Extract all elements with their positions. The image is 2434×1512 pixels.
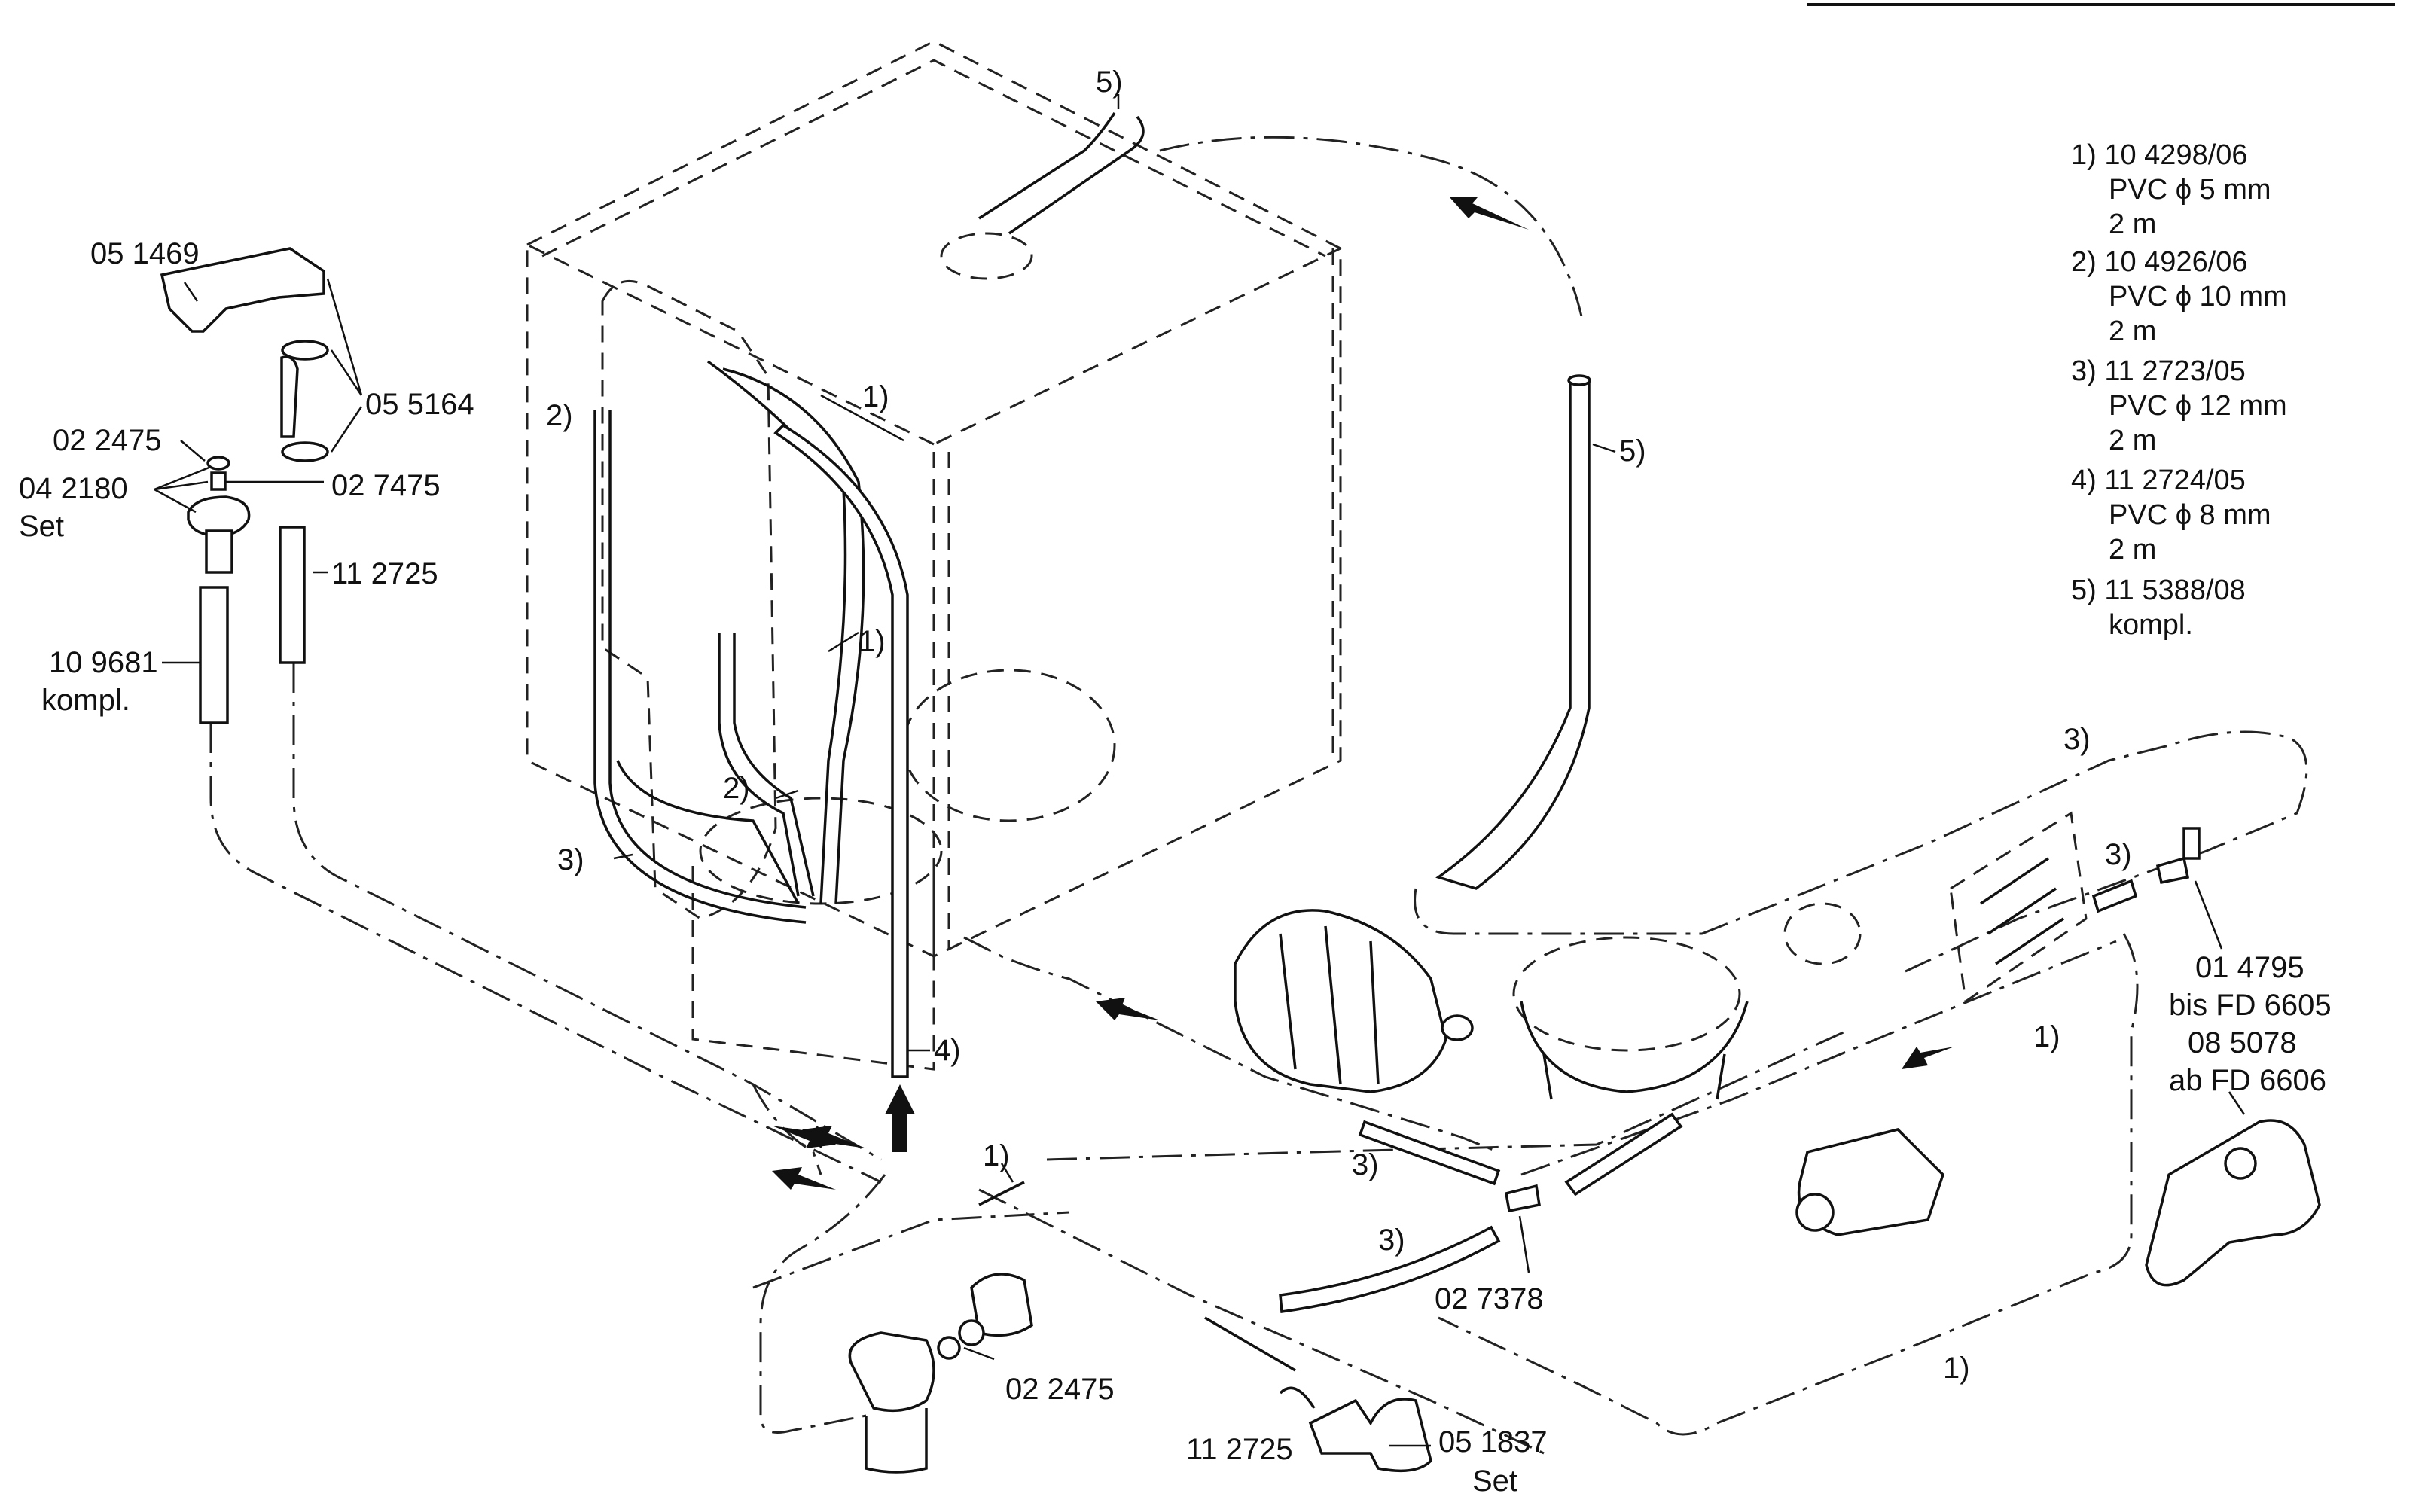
routing-lines xyxy=(209,136,2308,1455)
part-112725-left: 11 2725 xyxy=(331,557,438,590)
legend-3-line2: PVC ϕ 12 mm xyxy=(2109,390,2287,422)
part-051837-set: Set xyxy=(1472,1465,1517,1498)
control-board xyxy=(1783,811,2088,1004)
callout-4: 4) xyxy=(934,1034,961,1067)
leader-lines xyxy=(154,94,2246,1447)
callout-2-mid: 2) xyxy=(723,772,750,805)
part-051469: 05 1469 xyxy=(90,237,200,270)
part-027475: 02 7475 xyxy=(331,469,441,502)
part-014795: 01 4795 xyxy=(2195,951,2304,984)
clip-051469 xyxy=(160,247,325,333)
pump-motor xyxy=(1234,909,1474,1093)
part-027378: 02 7378 xyxy=(1435,1282,1544,1315)
legend-2-line3: 2 m xyxy=(2109,316,2156,347)
tee-fittings xyxy=(1504,827,2201,1213)
legend-1-line1: 1) 10 4298/06 xyxy=(2071,139,2248,171)
part-051837: 05 1837 xyxy=(1438,1425,1548,1459)
callout-3-mid: 3) xyxy=(1352,1148,1379,1181)
callout-3-top-right: 3) xyxy=(2063,723,2091,756)
part-022475-top: 02 2475 xyxy=(53,424,162,457)
callout-2-left: 2) xyxy=(546,399,573,432)
callout-1-mid: 1) xyxy=(859,625,886,658)
part-112725-bottom: 11 2725 xyxy=(1186,1433,1293,1466)
callout-1-right: 1) xyxy=(2033,1020,2060,1053)
callout-1-lower: 1) xyxy=(983,1139,1010,1172)
part-085078-ab: ab FD 6606 xyxy=(2169,1064,2326,1097)
legend-4-line3: 2 m xyxy=(2109,534,2156,565)
legend-2-line1: 2) 10 4926/06 xyxy=(2071,246,2248,278)
filter-housing xyxy=(1512,936,1749,1100)
part-labels: 05 1469 05 5164 02 2475 04 2180 Set 02 7… xyxy=(19,237,2332,1498)
drain-pump xyxy=(848,1273,1033,1474)
salt-dispenser xyxy=(2145,1119,2321,1287)
hoses xyxy=(199,112,1683,1372)
callout-5-top: 5) xyxy=(1096,66,1123,99)
knob-042180 xyxy=(187,456,251,574)
callout-3-left: 3) xyxy=(557,843,584,876)
part-022475-bottom: 02 2475 xyxy=(1005,1373,1115,1406)
tub-outline xyxy=(526,40,1342,958)
callout-3-inner-right: 3) xyxy=(2105,838,2132,871)
legend-3-line3: 2 m xyxy=(2109,425,2156,456)
part-055164: 05 5164 xyxy=(365,388,474,421)
legend-2-line2: PVC ϕ 10 mm xyxy=(2109,281,2287,312)
hose-legend: 1) 10 4298/06 PVC ϕ 5 mm 2 m 2) 10 4926/… xyxy=(2071,139,2287,641)
part-085078: 08 5078 xyxy=(2188,1026,2297,1059)
hose-callouts: 5) 5) 1) 1) 2) 2) 3) 4) 1) 3) 3) 3) 3) 1… xyxy=(546,66,2132,1385)
legend-5-line2: kompl. xyxy=(2109,609,2193,641)
legend-4-line2: PVC ϕ 8 mm xyxy=(2109,499,2271,531)
water-valve xyxy=(1795,1128,1945,1236)
legend-1-line2: PVC ϕ 5 mm xyxy=(2109,174,2271,206)
flow-arrows xyxy=(772,197,1954,1190)
callout-5-right: 5) xyxy=(1619,434,1646,468)
callout-1-bottom-right: 1) xyxy=(1943,1352,1970,1385)
part-042180: 04 2180 xyxy=(19,472,128,505)
hose-clamps xyxy=(281,340,329,462)
legend-1-line3: 2 m xyxy=(2109,209,2156,240)
part-014795-bis: bis FD 6605 xyxy=(2169,989,2332,1022)
drain-elbow xyxy=(1279,1386,1432,1473)
part-042180-set: Set xyxy=(19,510,64,543)
callout-1-upper: 1) xyxy=(862,380,889,413)
callout-3-bottom: 3) xyxy=(1378,1224,1405,1257)
part-109681: 10 9681 xyxy=(49,646,158,679)
legend-3-line1: 3) 11 2723/05 xyxy=(2071,355,2246,387)
legend-5-line1: 5) 11 5388/08 xyxy=(2071,575,2246,606)
sump-outline xyxy=(601,279,943,1071)
part-109681-kompl: kompl. xyxy=(41,684,130,717)
legend-4-line1: 4) 11 2724/05 xyxy=(2071,465,2246,496)
